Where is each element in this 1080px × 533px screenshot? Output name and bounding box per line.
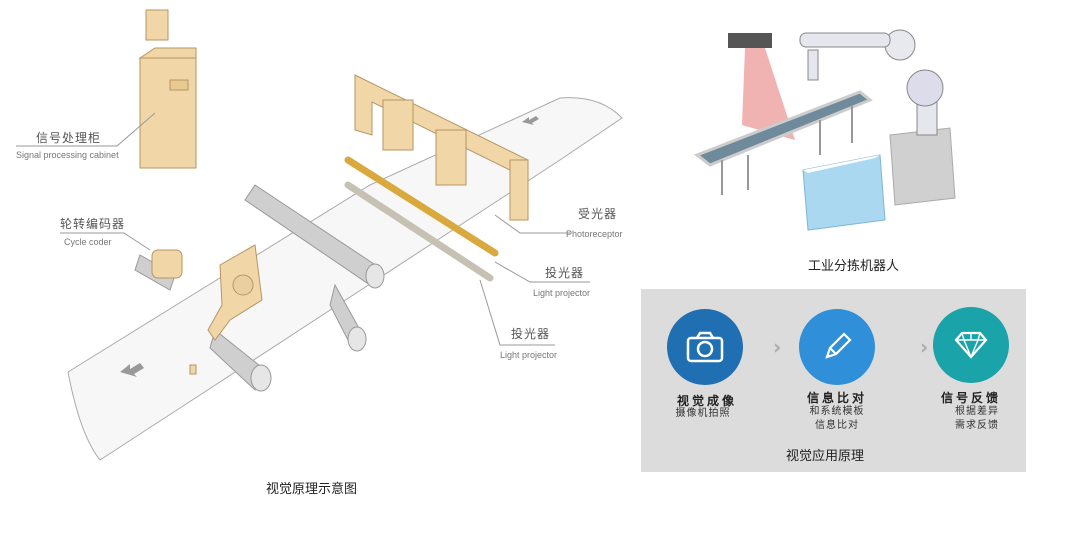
label-light-projector-1-en: Light projector — [533, 288, 591, 298]
arrow-left-down-icon — [522, 116, 539, 125]
projector-bar-icon — [344, 156, 499, 282]
label-light-projector-2: 投光器 — [511, 327, 551, 341]
step-2-desc-line1: 和系统模板 — [809, 406, 865, 417]
label-signal-cabinet: 信号处理柜 — [36, 131, 102, 145]
label-cycle-coder-en: Cycle coder — [64, 237, 112, 247]
step-3-desc-line2: 需求反馈 — [955, 420, 999, 431]
robot-arm-icon — [799, 29, 956, 206]
step-3-circle — [933, 307, 1009, 383]
roller-icon — [134, 184, 385, 392]
panel-caption: 视觉应用原理 — [786, 449, 865, 464]
vision-principle-illustration — [16, 9, 623, 461]
chevron-right-icon: › — [920, 335, 929, 359]
pencil-icon — [825, 332, 852, 359]
arrow-left-down-icon — [120, 363, 144, 377]
label-cycle-coder: 轮转编码器 — [60, 217, 126, 231]
label-signal-cabinet-en: Signal processing cabinet — [16, 150, 119, 160]
chevron-right-icon: › — [773, 335, 782, 359]
vision-application-panel: 视觉成像 摄像机拍照 › 信息比对 和系统模板 信息比对 › 信号反馈 根据差异… — [641, 289, 1026, 472]
robot-caption: 工业分拣机器人 — [808, 259, 900, 274]
conveyor-icon — [693, 90, 873, 195]
step-1-circle — [667, 309, 743, 385]
step-1-desc: 摄像机拍照 — [675, 408, 731, 419]
camera-icon — [686, 331, 724, 363]
receiver-frame-icon — [354, 74, 529, 221]
label-light-projector-1: 投光器 — [545, 266, 585, 280]
bin-icon — [802, 154, 886, 231]
encoder-icon — [151, 244, 263, 375]
step-2-circle — [799, 309, 875, 385]
label-photoreceptor: 受光器 — [578, 207, 618, 221]
diamond-icon — [954, 331, 988, 359]
camera-scanner-icon — [728, 33, 772, 48]
step-1-title: 视觉成像 — [676, 394, 737, 408]
label-light-projector-2-en: Light projector — [500, 350, 558, 360]
conveyor-belt — [67, 97, 623, 461]
left-diagram-caption: 视觉原理示意图 — [266, 482, 358, 497]
cabinet-icon — [138, 9, 197, 169]
step-2-title: 信息比对 — [806, 391, 867, 405]
step-3-desc-line1: 根据差异 — [955, 406, 999, 417]
step-2-desc-line2: 信息比对 — [815, 420, 859, 431]
leader-lines — [16, 112, 590, 346]
step-3-title: 信号反馈 — [940, 391, 1001, 405]
scan-beam — [742, 48, 795, 140]
label-photoreceptor-en: Photoreceptor — [566, 229, 623, 239]
